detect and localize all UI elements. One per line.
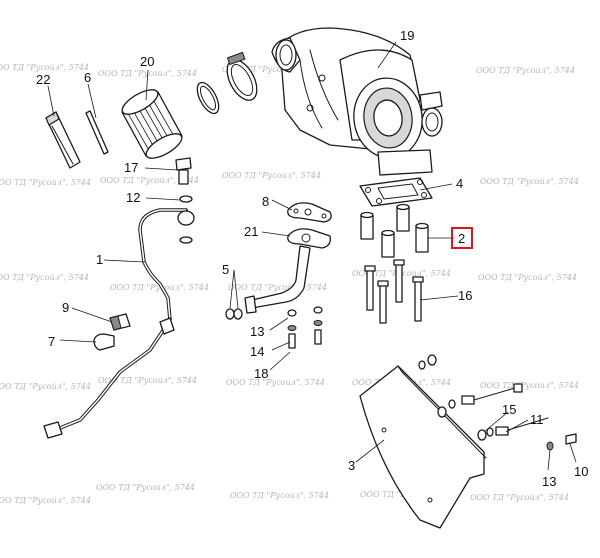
watermark: ООО ТД "Русойл", 5744 [100, 176, 199, 185]
part-13-14-18-fasteners [287, 306, 323, 349]
part-19-turbocharger [271, 27, 443, 176]
callout-17: 17 [124, 160, 138, 175]
part-8-gasket [287, 202, 332, 223]
watermark: ООО ТД "Русойл", 5744 [226, 378, 325, 387]
callout-7: 7 [48, 334, 55, 349]
watermark: ООО ТД "Русойл", 5744 [0, 63, 89, 72]
highlight-box [451, 227, 473, 249]
callout-22: 22 [36, 72, 50, 87]
callout-18: 18 [254, 366, 268, 381]
callout-20: 20 [140, 54, 154, 69]
part-21-drain-pipe [244, 228, 331, 314]
callout-10: 10 [574, 464, 588, 479]
watermark: ООО ТД "Русойл", 5744 [476, 66, 575, 75]
watermark-layer: ООО ТД "Русойл", 5744 ООО ТД "Русойл", 5… [0, 63, 579, 505]
callout-15: 15 [502, 402, 516, 417]
callout-2-highlighted: 2 [451, 227, 473, 249]
callout-16: 16 [458, 288, 472, 303]
callout-3: 3 [348, 458, 355, 473]
callout-8: 8 [262, 194, 269, 209]
v-band-clamp [226, 51, 258, 101]
part-16-bolts [364, 259, 424, 324]
part-6-seal-ring [85, 110, 109, 155]
callout-5: 5 [222, 262, 229, 277]
watermark: ООО ТД "Русойл", 5744 [222, 65, 321, 74]
callout-9: 9 [62, 300, 69, 315]
callout-11: 11 [530, 412, 544, 427]
watermark: ООО ТД "Русойл", 5744 [222, 171, 321, 180]
part-7-clamp [93, 333, 115, 351]
watermark: ООО ТД "Русойл", 5744 [0, 382, 91, 391]
watermark: ООО ТД "Русойл", 5744 [0, 178, 91, 187]
callout-19: 19 [400, 28, 414, 43]
watermark: ООО ТД "Русойл", 5744 [0, 273, 89, 282]
callout-4: 4 [456, 176, 463, 191]
callout-21: 21 [244, 224, 258, 239]
part-17-banjo-bolt [175, 157, 192, 185]
callout-13: 13 [542, 474, 556, 489]
watermark: ООО ТД "Русойл", 5744 [480, 177, 579, 186]
watermark: ООО ТД "Русойл", 5744 [0, 496, 91, 505]
part-9-clamp [109, 313, 131, 331]
part-1-oil-supply-line [43, 208, 195, 439]
part-5-washers [225, 308, 243, 320]
o-ring [196, 81, 220, 115]
watermark: ООО ТД "Русойл", 5744 [230, 491, 329, 500]
callout-labels: 22 6 20 19 4 2 16 8 21 5 13 14 18 17 12 … [36, 28, 588, 489]
part-4-gasket [359, 177, 433, 207]
callout-13: 13 [250, 324, 264, 339]
watermark: ООО ТД "Русойл", 5744 [98, 376, 197, 385]
heat-shield-fasteners [418, 354, 577, 451]
callout-6: 6 [84, 70, 91, 85]
watermark: ООО ТД "Русойл", 5744 [110, 283, 209, 292]
watermark: ООО ТД "Русойл", 5744 [480, 381, 579, 390]
callout-12: 12 [126, 190, 140, 205]
part-2-spacers [360, 203, 429, 258]
callout-1: 1 [96, 252, 103, 267]
watermark: ООО ТД "Русойл", 5744 [228, 283, 327, 292]
part-20-corrugated-hose [121, 89, 183, 159]
watermark: ООО ТД "Русойл", 5744 [96, 483, 195, 492]
callout-2: 2 [458, 231, 465, 246]
watermark: ООО ТД "Русойл", 5744 [478, 273, 577, 282]
callout-14: 14 [250, 344, 264, 359]
part-22-flange [45, 111, 81, 169]
leader-lines [47, 41, 577, 471]
watermark: ООО ТД "Русойл", 5744 [470, 493, 569, 502]
part-3-heat-shield [359, 365, 487, 529]
